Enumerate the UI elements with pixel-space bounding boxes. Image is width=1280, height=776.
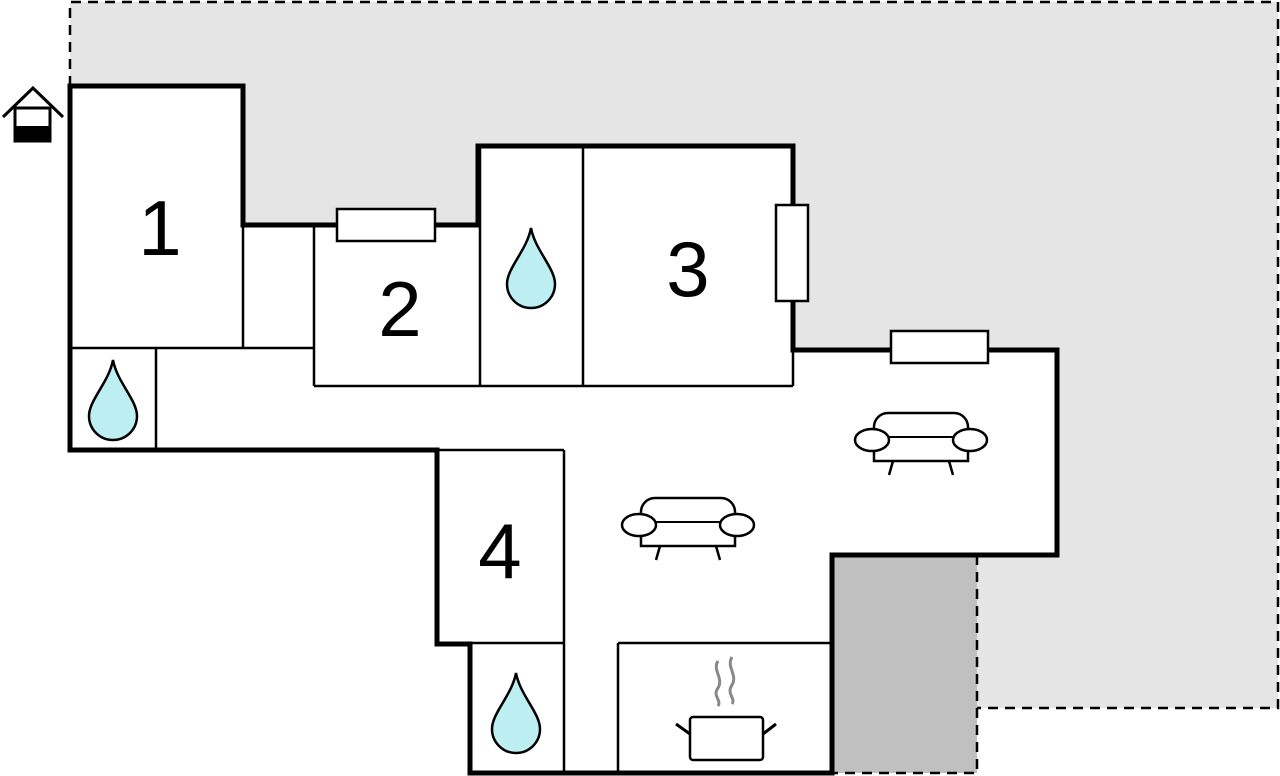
covered-area-border: [832, 555, 979, 775]
room-number-1: 1: [138, 184, 181, 272]
living-room-furniture: [620, 411, 989, 561]
room-number-4: 4: [478, 507, 521, 595]
interior-floor: [70, 86, 1057, 773]
room-number-2: 2: [378, 265, 421, 353]
sofa-icon: [620, 496, 756, 561]
cooking-pot-icon: [675, 656, 777, 762]
water-drop-icon: [87, 359, 139, 442]
bathroom-markers: [87, 227, 557, 755]
window-icon: [335, 207, 437, 243]
terrace-border: [68, 0, 1280, 710]
window-icon: [774, 203, 810, 303]
house-entrance-icon: [1, 85, 65, 143]
covered-area: [832, 555, 977, 773]
room-number-3: 3: [666, 225, 709, 313]
terrace-area: [70, 2, 1278, 708]
interior-partitions: [70, 146, 832, 773]
sofa-icon: [853, 411, 989, 476]
window-icon: [889, 329, 990, 365]
water-drop-icon: [490, 672, 542, 755]
water-drop-icon: [505, 227, 557, 310]
